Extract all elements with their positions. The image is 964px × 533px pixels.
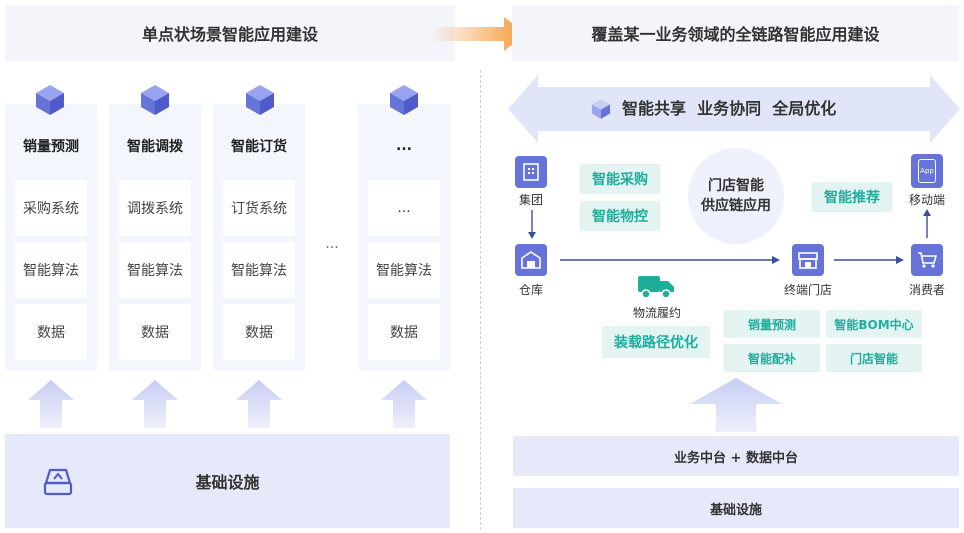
transition-arrow-icon <box>430 17 526 51</box>
logistics-label: 物流履约 <box>632 305 681 320</box>
group-building-icon <box>515 156 547 188</box>
consumer-cart-icon <box>911 244 943 276</box>
store-icon <box>792 244 824 276</box>
column-1-cell-data: 数据 <box>15 304 87 360</box>
column-4-title: ... <box>396 138 412 154</box>
up-arrow-icon <box>381 380 427 428</box>
column-1-cube-icon <box>33 83 67 121</box>
mobile-app-icon: App <box>911 154 943 188</box>
warehouse-to-store-arrow <box>560 256 780 264</box>
warehouse-label: 仓库 <box>518 282 543 297</box>
column-2-cube-icon <box>138 83 172 121</box>
column-2-cell-algorithm: 智能算法 <box>119 242 191 298</box>
column-1-title: 销量预测 <box>23 139 79 155</box>
tag-smart-control: 智能物控 <box>580 201 660 231</box>
banner-double-arrow <box>508 75 960 143</box>
column-4-cell-system: ... <box>368 180 440 236</box>
column-2-cell-system: 调拨系统 <box>119 180 191 236</box>
column-4-cell-data: 数据 <box>368 304 440 360</box>
column-3-title: 智能订货 <box>231 139 287 155</box>
right-infrastructure-band: 基础设施 <box>513 488 959 528</box>
column-1-cell-system: 采购系统 <box>15 180 87 236</box>
mobile-label: 移动端 <box>908 192 945 207</box>
column-4-cube-icon <box>387 83 421 121</box>
group-label: 集团 <box>518 192 543 207</box>
up-arrow-icon <box>132 380 178 428</box>
banner-cube-icon <box>591 99 611 119</box>
column-3-cell-system: 订货系统 <box>223 180 295 236</box>
left-infrastructure: 基础设施 <box>5 434 450 528</box>
column-gap-ellipsis: ... <box>325 236 339 252</box>
up-arrow-icon <box>236 380 282 428</box>
store-app-smart-replenish: 智能配补 <box>724 344 820 372</box>
group-to-warehouse-arrow <box>528 210 536 239</box>
banner-text: 智能共享 业务协同 全局优化 <box>622 99 837 118</box>
column-2-title: 智能调拨 <box>127 139 183 155</box>
column-3-cell-algorithm: 智能算法 <box>223 242 295 298</box>
column-2-cell-data: 数据 <box>119 304 191 360</box>
store-app-sales-forecast: 销量预测 <box>724 310 820 338</box>
right-header: 覆盖某一业务领域的全链路智能应用建设 <box>512 5 959 61</box>
up-arrows-left <box>28 380 427 428</box>
column-3-cell-data: 数据 <box>223 304 295 360</box>
infrastructure-icon <box>43 468 73 496</box>
tag-smart-recommend: 智能推荐 <box>812 182 892 212</box>
tag-route-optimization: 装载路径优化 <box>602 326 710 358</box>
column-3-cube-icon <box>243 83 277 121</box>
section-divider <box>480 70 481 530</box>
store-label: 终端门店 <box>783 282 832 297</box>
store-app-store-intelligence: 门店智能 <box>826 344 922 372</box>
consumer-label: 消费者 <box>908 282 945 297</box>
column-1-cell-algorithm: 智能算法 <box>15 242 87 298</box>
infrastructure-label: 基础设施 <box>195 473 260 492</box>
store-app-bom-center: 智能BOM中心 <box>826 310 922 338</box>
up-arrow-icon <box>28 380 74 428</box>
store-to-consumer-arrow <box>834 256 904 264</box>
column-4-cell-algorithm: 智能算法 <box>368 242 440 298</box>
middle-platform-band: 业务中台 + 数据中台 <box>513 436 959 476</box>
consumer-to-mobile-arrow <box>923 209 931 238</box>
truck-icon <box>636 272 676 304</box>
up-arrow-right <box>690 378 782 432</box>
tag-smart-purchase: 智能采购 <box>580 164 660 194</box>
warehouse-icon <box>515 244 547 276</box>
store-supply-chain-circle: 门店智能 供应链应用 <box>688 148 784 244</box>
app-badge: App <box>918 159 936 183</box>
left-header: 单点状场景智能应用建设 <box>5 5 455 61</box>
